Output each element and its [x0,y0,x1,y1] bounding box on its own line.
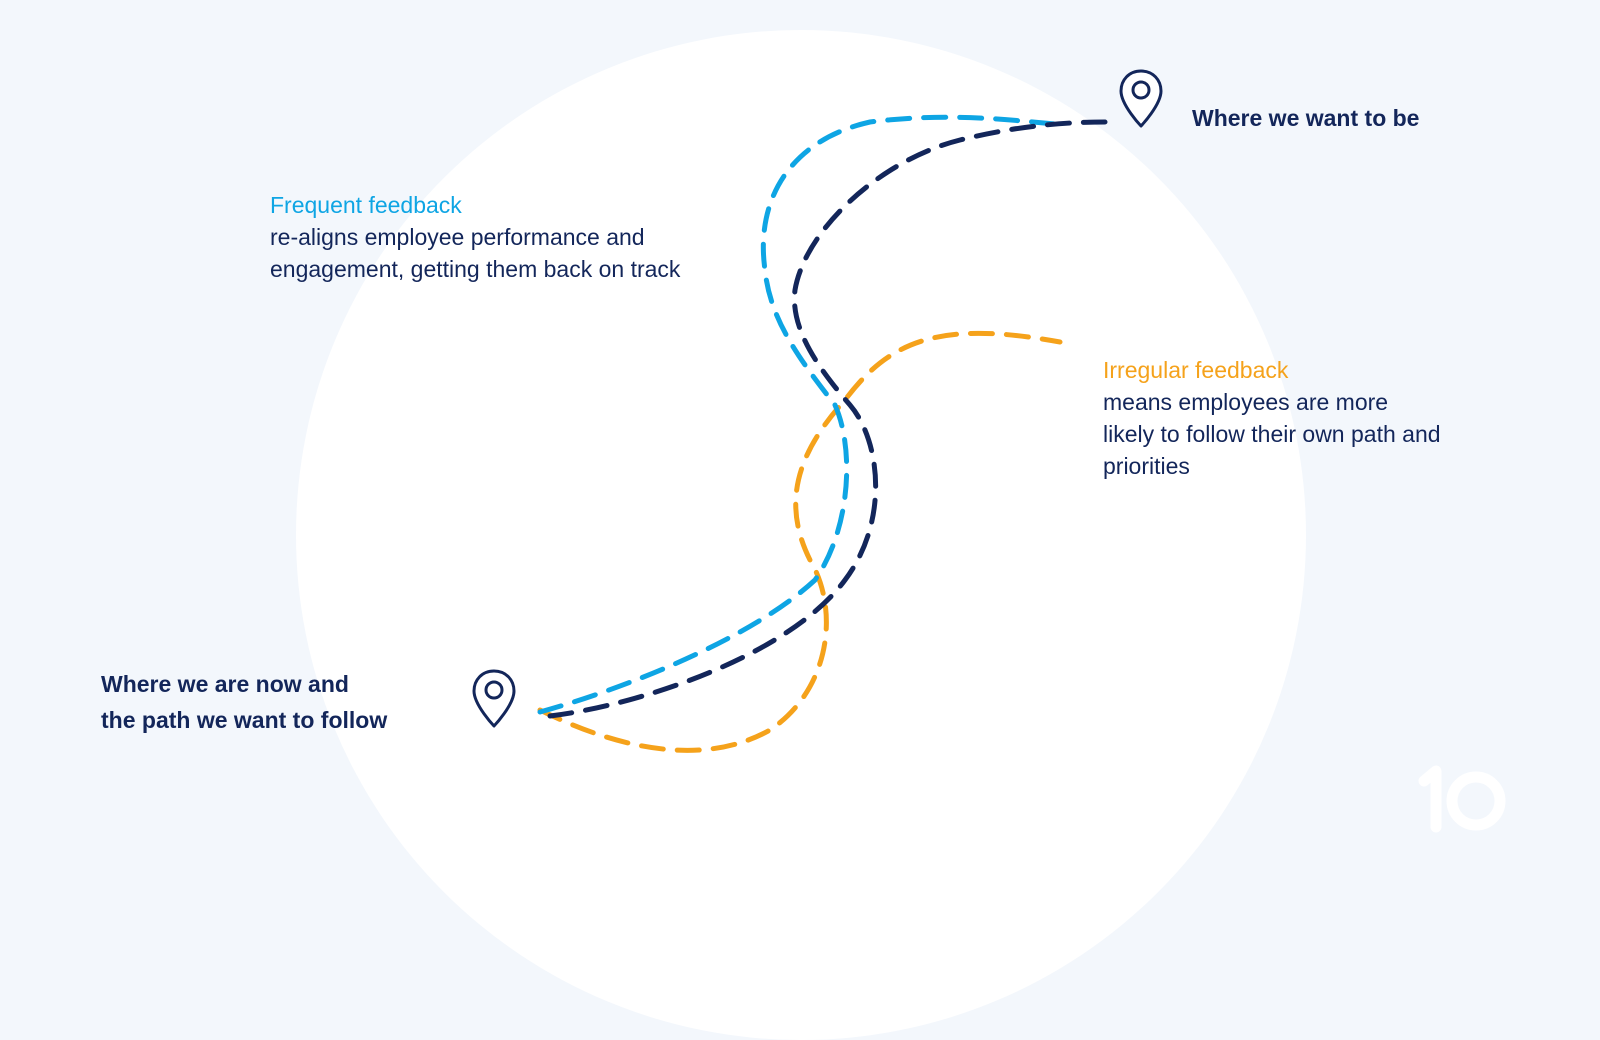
frequent-feedback-heading: Frequent feedback [270,192,462,218]
location-pin-icon [472,669,516,728]
target-path [547,119,1108,719]
location-pin-icon [1119,69,1163,128]
start-label: Where we are now and the path we want to… [101,666,387,738]
irregular-feedback-heading: Irregular feedback [1103,357,1289,383]
irregular-feedback-body: means employees are more likely to follo… [1103,389,1441,479]
target-label: Where we want to be [1192,105,1420,131]
background-circle [296,30,1306,1040]
irregular-feedback-text: Irregular feedback means employees are m… [1103,354,1443,482]
irregular-feedback-path [537,330,1063,753]
start-label-line-1: Where we are now and [101,671,349,697]
start-label-line-2: the path we want to follow [101,707,388,733]
ten-logo [1418,765,1506,833]
frequent-feedback-path [537,114,1068,715]
journey-diagram: Where we want to be Where we are now and… [101,30,1506,1040]
paths-svg [537,114,1108,753]
frequent-feedback-body: re-aligns employee performance and engag… [270,224,681,282]
frequent-feedback-text: Frequent feedback re-aligns employee per… [270,189,700,285]
